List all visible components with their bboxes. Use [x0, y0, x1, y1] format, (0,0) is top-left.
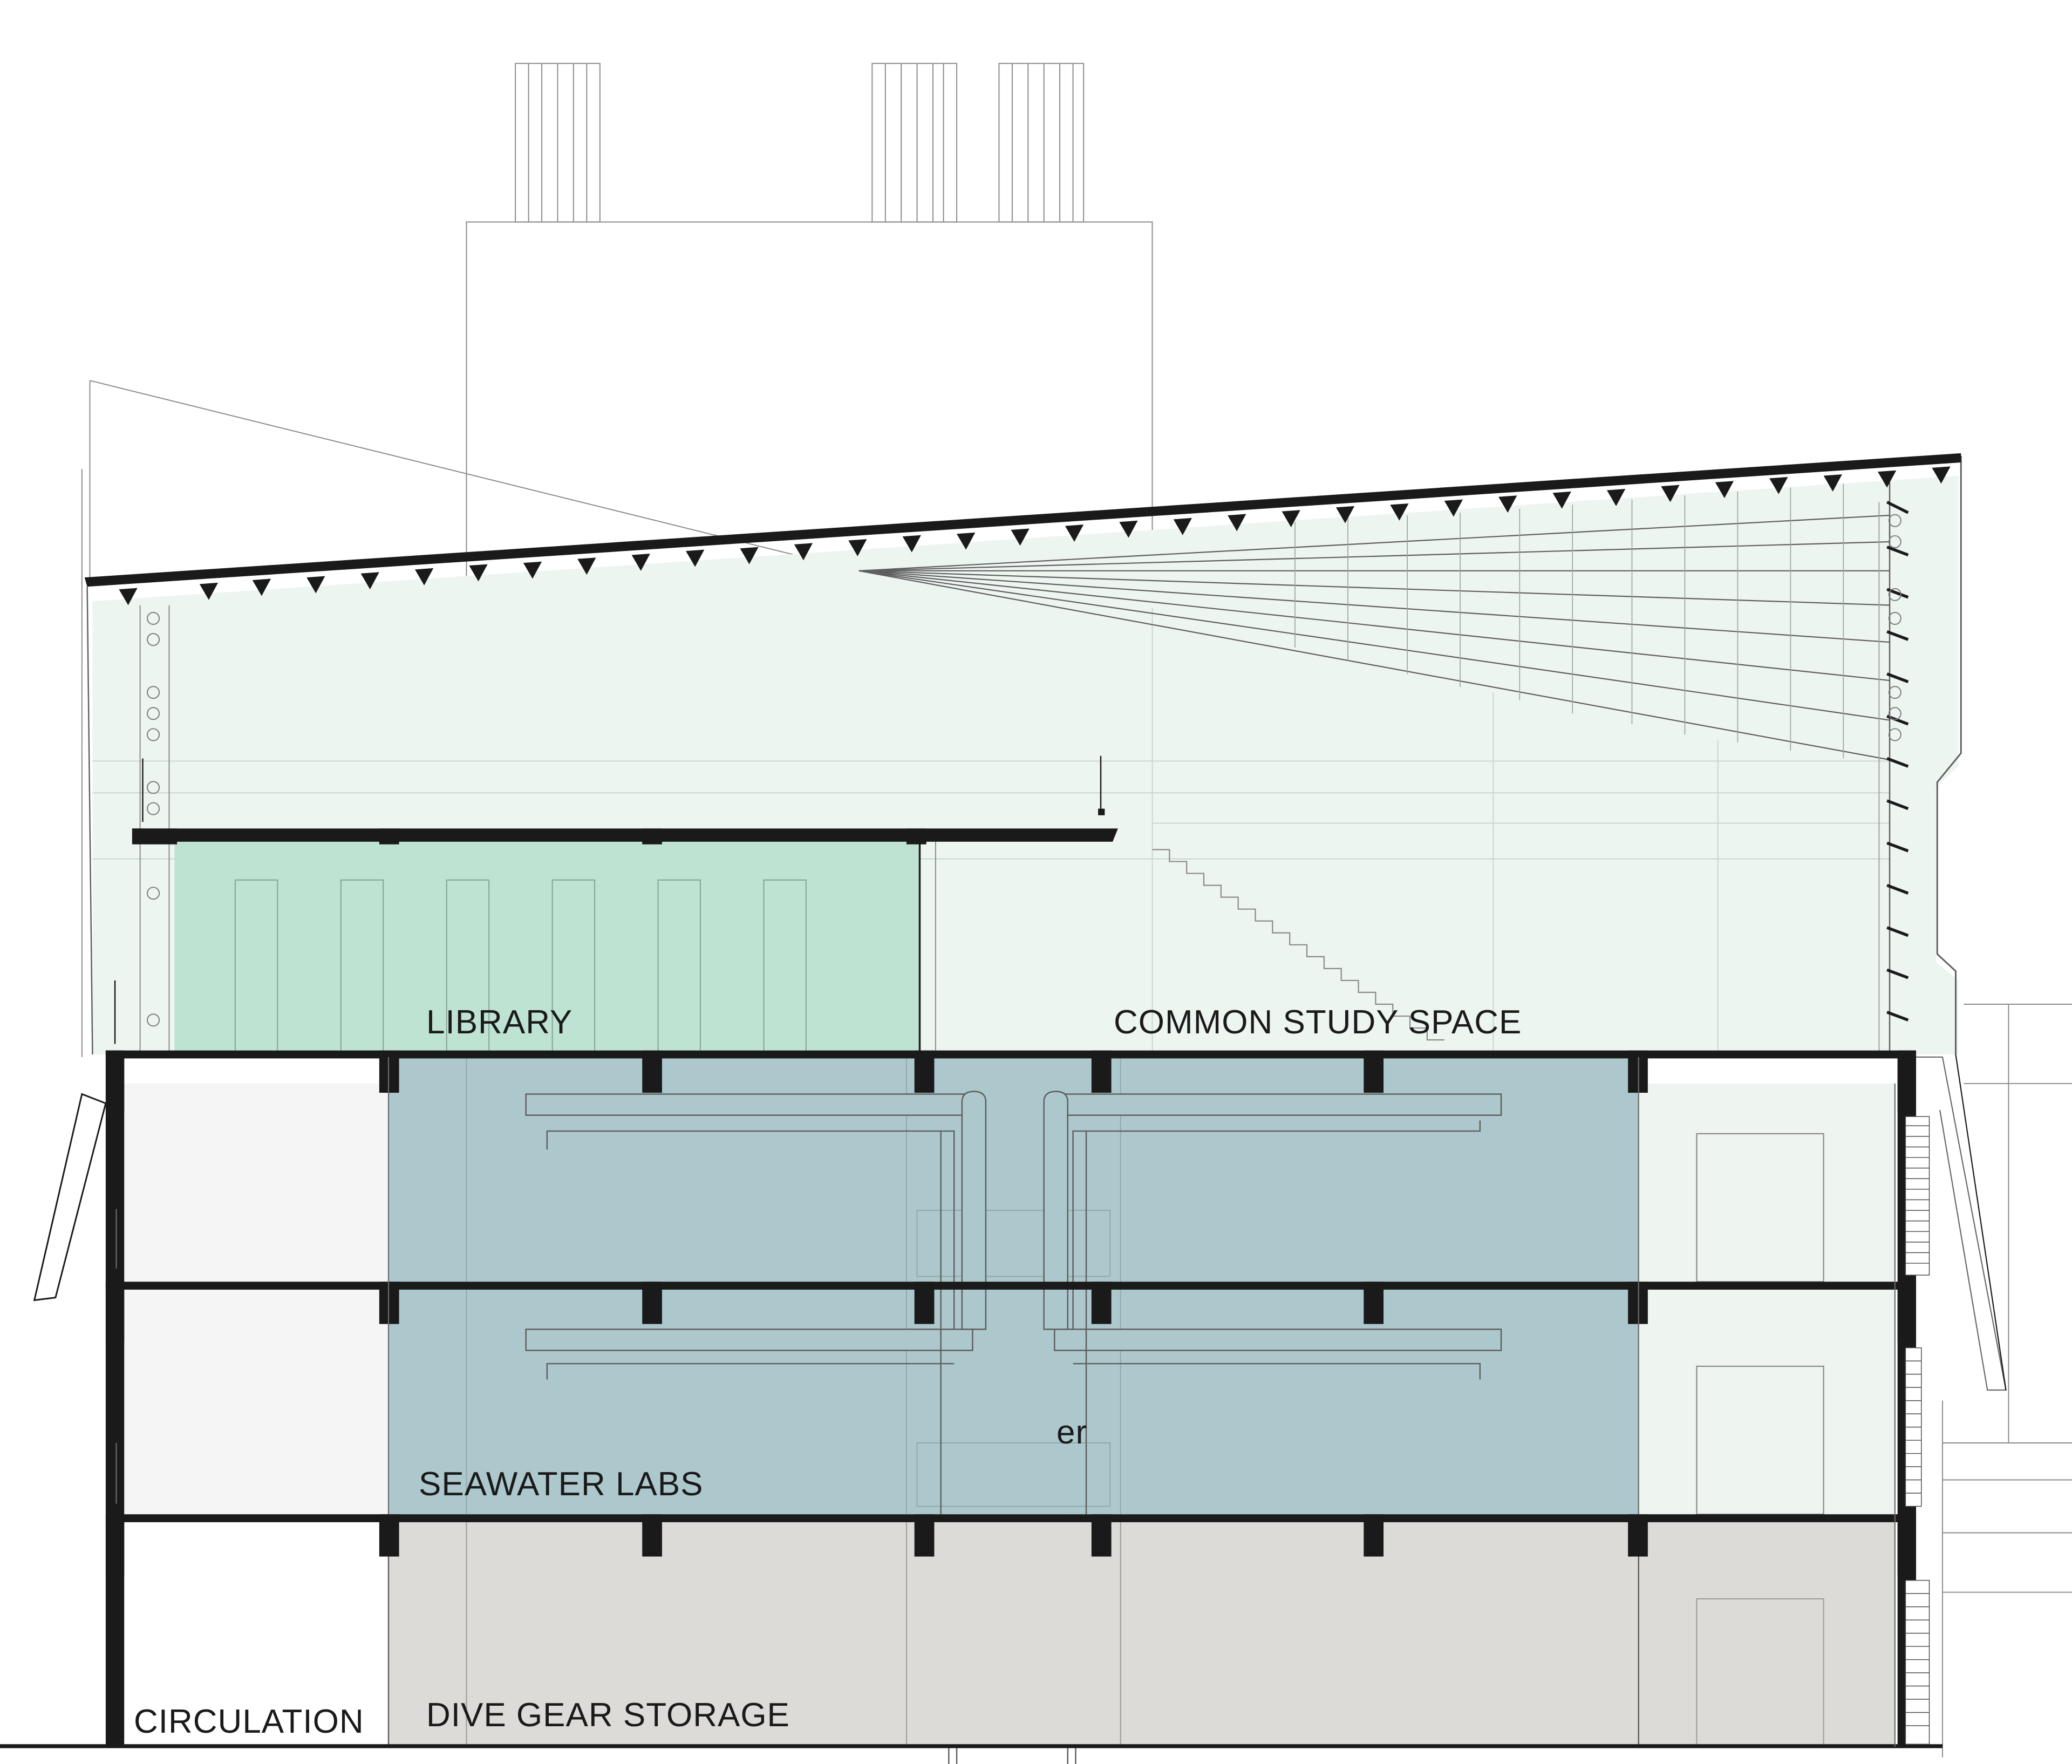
right-louvres	[1905, 1116, 1930, 1745]
dive-gear-storage-fill	[388, 1519, 1895, 1747]
circulation-fill	[124, 1530, 388, 1747]
circulation-upper-fill	[124, 1083, 388, 1515]
library-fill	[174, 837, 920, 1052]
obscured-label-fragment: er	[1057, 1414, 1088, 1451]
circulation-label: CIRCULATION	[134, 1703, 364, 1740]
roof	[84, 453, 1961, 1055]
seawater-labs-label: SEAWATER LABS	[419, 1466, 704, 1503]
ground-floor	[124, 1519, 1895, 1748]
common-study-space-label: COMMON STUDY SPACE	[1114, 1004, 1522, 1041]
roof-ribs	[119, 466, 1951, 605]
dive-gear-storage-label: DIVE GEAR STORAGE	[426, 1697, 790, 1734]
misc-lines	[33, 1054, 2007, 1747]
library-room	[132, 828, 1118, 1053]
library-label: LIBRARY	[426, 1004, 573, 1041]
